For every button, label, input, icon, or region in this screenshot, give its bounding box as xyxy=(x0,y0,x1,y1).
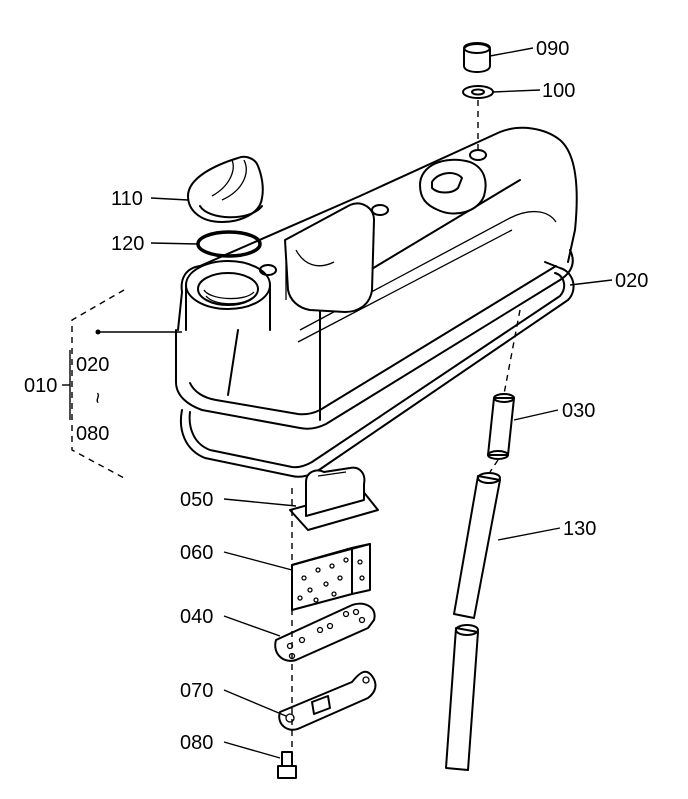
part-label-120: 120 xyxy=(111,233,144,255)
washer-100-illustration xyxy=(462,85,494,99)
part-label-030: 030 xyxy=(562,400,595,422)
baffle-050-illustration xyxy=(289,466,379,531)
part-label-060: 060 xyxy=(180,542,213,564)
part-labels: 090 100 110 120 020 030 050 060 130 040 … xyxy=(24,38,648,754)
plate-040-illustration xyxy=(274,602,376,662)
part-label-070: 070 xyxy=(180,680,213,702)
part-label-040: 040 xyxy=(180,606,213,628)
part-label-130: 130 xyxy=(563,518,596,540)
part-label-020: 020 xyxy=(615,270,648,292)
assembly-range-separator: ~ xyxy=(86,392,108,404)
pipe-030-illustration xyxy=(487,393,515,460)
part-label-080: 080 xyxy=(180,732,213,754)
filter-060-illustration xyxy=(291,543,371,611)
valve-cover-illustration xyxy=(95,126,578,430)
oil-cap-110-illustration xyxy=(187,155,264,223)
assembly-range-start: 020 xyxy=(76,354,109,376)
cap-090-illustration xyxy=(463,42,491,73)
hose-130-illustration xyxy=(445,472,501,771)
assembly-range-end: 080 xyxy=(76,423,109,445)
part-label-090: 090 xyxy=(536,38,569,60)
bolt-080-illustration xyxy=(277,751,297,779)
callout-leaders xyxy=(150,47,613,759)
bracket-070-illustration xyxy=(278,670,377,731)
assembly-010-bracket xyxy=(62,289,125,479)
part-label-100: 100 xyxy=(542,80,575,102)
part-label-050: 050 xyxy=(180,489,213,511)
assembly-label-010: 010 xyxy=(24,375,57,397)
part-label-110: 110 xyxy=(111,188,143,210)
gasket-illustration xyxy=(180,261,575,478)
